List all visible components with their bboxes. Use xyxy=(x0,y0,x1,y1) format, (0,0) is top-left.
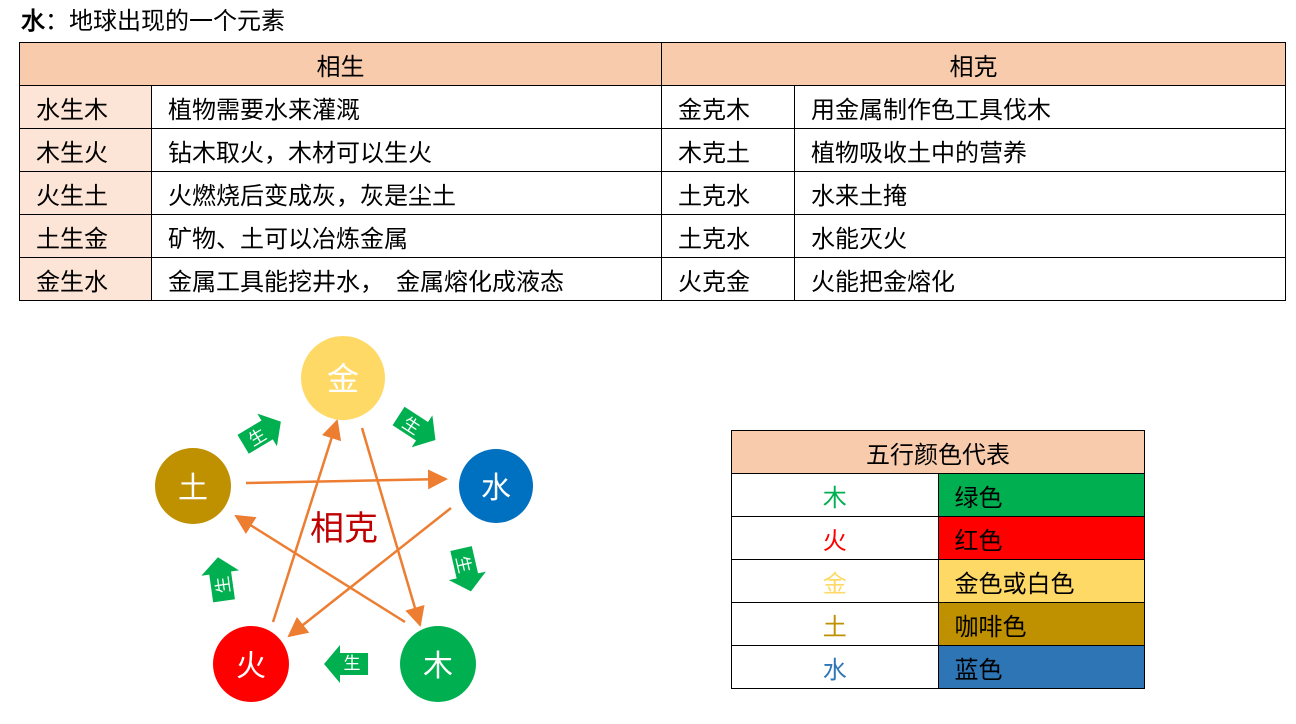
element-node-gold: 金 xyxy=(301,336,385,420)
ke-desc: 水能灭火 xyxy=(794,214,1286,258)
element-node-water: 水 xyxy=(459,449,533,523)
sheng-arrow-earth-gold: 生 xyxy=(237,413,281,454)
ke-arrow-water-fire xyxy=(287,507,452,638)
sheng-pair: 木生火 xyxy=(19,128,152,172)
color-swatch: 咖啡色 xyxy=(937,602,1145,646)
table-row: 土生金 矿物、土可以冶炼金属 土克水 水能灭火 xyxy=(19,214,1286,258)
element-char: 木 xyxy=(731,473,939,517)
sheng-label: 生 xyxy=(213,575,235,595)
sheng-header: 相生 xyxy=(19,42,662,86)
node-label: 火 xyxy=(236,649,266,684)
element-char: 水 xyxy=(731,645,939,689)
sheng-label: 生 xyxy=(451,554,474,575)
color-legend-table: 五行颜色代表 木 绿色 火 红色 金 金色或白色 土 咖啡色 水 蓝色 xyxy=(731,430,1145,689)
element-char: 土 xyxy=(731,602,939,646)
sheng-arrow-wood-fire: 生 xyxy=(324,645,368,683)
color-swatch: 绿色 xyxy=(937,473,1145,517)
ke-desc: 植物吸收土中的营养 xyxy=(794,128,1286,172)
sheng-desc: 火燃烧后变成灰，灰是尘土 xyxy=(151,171,662,215)
element-node-earth: 土 xyxy=(155,448,231,524)
node-label: 金 xyxy=(327,360,359,398)
sheng-arrow-fire-earth: 生 xyxy=(201,557,239,603)
table-row: 水生木 植物需要水来灌溉 金克木 用金属制作色工具伐木 xyxy=(19,85,1286,129)
ke-pair: 土克水 xyxy=(661,171,795,215)
node-label: 木 xyxy=(423,649,453,684)
ke-pair: 木克土 xyxy=(661,128,795,172)
sheng-pair: 水生木 xyxy=(19,85,152,129)
node-label: 土 xyxy=(178,471,208,506)
element-node-wood: 木 xyxy=(400,626,476,702)
color-legend-title: 五行颜色代表 xyxy=(731,430,1145,474)
color-swatch: 红色 xyxy=(937,516,1145,560)
ke-pair: 火克金 xyxy=(661,257,795,301)
title-text: ：地球出现的一个元素 xyxy=(45,7,285,35)
table-row: 金生水 金属工具能挖井水， 金属熔化成液态 火克金 火能把金熔化 xyxy=(19,257,1286,301)
color-swatch: 金色或白色 xyxy=(937,559,1145,603)
sheng-pair: 火生土 xyxy=(19,171,152,215)
table-row: 火生土 火燃烧后变成灰，灰是尘土 土克水 水来土掩 xyxy=(19,171,1286,215)
table-row: 火 红色 xyxy=(731,516,1145,560)
ke-header: 相克 xyxy=(661,42,1286,86)
ke-desc: 水来土掩 xyxy=(794,171,1286,215)
sheng-desc: 金属工具能挖井水， 金属熔化成液态 xyxy=(151,257,662,301)
page-title: 水：地球出现的一个元素 xyxy=(21,3,285,39)
table-row: 金 金色或白色 xyxy=(731,559,1145,603)
sheng-desc: 矿物、土可以冶炼金属 xyxy=(151,214,662,258)
ke-arrow-gold-wood xyxy=(360,427,425,627)
element-char: 火 xyxy=(731,516,939,560)
sheng-label: 生 xyxy=(344,654,361,674)
title-element: 水 xyxy=(21,7,45,35)
color-swatch: 蓝色 xyxy=(937,645,1145,689)
sheng-desc: 钻木取火，木材可以生火 xyxy=(151,128,662,172)
ke-desc: 用金属制作色工具伐木 xyxy=(794,85,1286,129)
sheng-arrow-water-wood: 生 xyxy=(448,546,486,592)
element-node-fire: 火 xyxy=(213,626,289,702)
table-row: 土 咖啡色 xyxy=(731,602,1145,646)
node-label: 水 xyxy=(481,471,511,506)
ke-arrows xyxy=(234,419,452,638)
sheng-pair: 金生水 xyxy=(19,257,152,301)
table-row: 木 绿色 xyxy=(731,473,1145,517)
sheng-arrow-gold-water: 生 xyxy=(392,406,436,448)
five-elements-diagram: 生 生 生 生 生 相克 金 水 木 火 土 xyxy=(155,336,533,702)
sheng-pair: 土生金 xyxy=(19,214,152,258)
ke-arrow-earth-water xyxy=(245,469,448,490)
sheng-desc: 植物需要水来灌溉 xyxy=(151,85,662,129)
table-row: 水 蓝色 xyxy=(731,645,1145,689)
ke-arrow-fire-gold xyxy=(271,419,342,623)
sheng-arrows: 生 生 生 生 生 xyxy=(201,406,486,683)
ke-arrow-wood-earth xyxy=(234,514,406,624)
ke-pair: 金克木 xyxy=(661,85,795,129)
center-label: 相克 xyxy=(310,509,378,549)
relations-table: 相生 相克 水生木 植物需要水来灌溉 金克木 用金属制作色工具伐木 木生火 钻木… xyxy=(19,42,1286,301)
table-row: 木生火 钻木取火，木材可以生火 木克土 植物吸收土中的营养 xyxy=(19,128,1286,172)
ke-pair: 土克水 xyxy=(661,214,795,258)
ke-desc: 火能把金熔化 xyxy=(794,257,1286,301)
element-char: 金 xyxy=(731,559,939,603)
